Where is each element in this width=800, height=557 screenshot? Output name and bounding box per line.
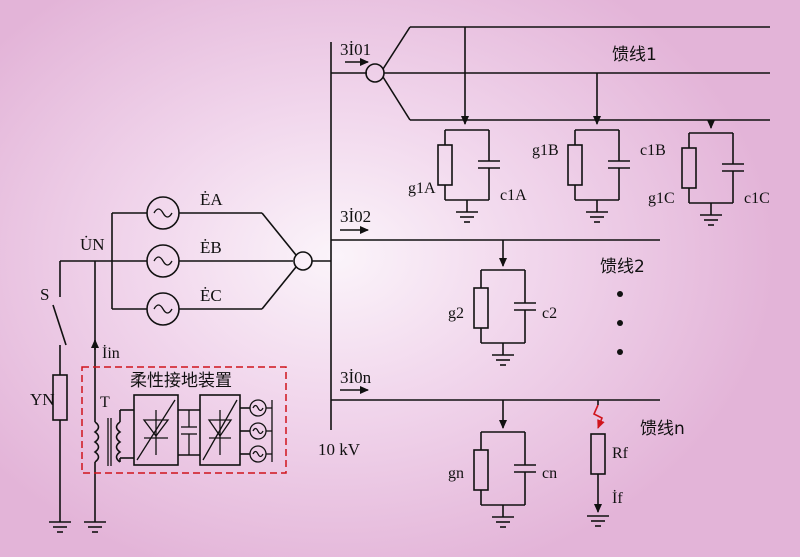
neutral-circuit	[49, 260, 112, 533]
branch-1B	[567, 129, 630, 223]
label-EC: ĖC	[200, 286, 222, 305]
label-g2: g2	[448, 305, 464, 322]
feeder-1	[331, 26, 770, 129]
fault-lightning-icon	[592, 404, 605, 429]
label-g1A: g1A	[408, 180, 436, 197]
label-cn: cn	[542, 465, 557, 482]
label-c1A: c1A	[500, 187, 527, 204]
label-Iin: İin	[102, 344, 120, 362]
label-T: T	[100, 394, 110, 411]
device-label: 柔性接地装置	[130, 371, 232, 391]
label-c1B: c1B	[640, 142, 666, 159]
transformer-secondary	[115, 421, 122, 463]
device-internals	[107, 394, 273, 466]
ellipsis-dots	[617, 291, 623, 355]
label-S: S	[40, 285, 49, 304]
label-EA: ĖA	[200, 190, 223, 209]
label-gn: gn	[448, 465, 464, 482]
ct-feeder-1	[365, 63, 385, 83]
bus-voltage-label: 10 kV	[318, 440, 361, 459]
label-EB: ĖB	[200, 238, 222, 257]
label-If: İf	[612, 489, 623, 507]
label-Rf: Rf	[612, 445, 629, 462]
branch-1C	[681, 132, 744, 226]
feeder-1-label: 馈线1	[612, 45, 657, 65]
switch-S	[52, 304, 67, 346]
label-c2: c2	[542, 305, 557, 322]
resistor-YN	[52, 374, 68, 421]
feeder-1-current: 3İ01	[340, 40, 371, 59]
converter-block-1	[133, 394, 179, 466]
source-network	[111, 196, 331, 326]
feeder-2-label: 馈线2	[600, 257, 645, 277]
feeder-n-current: 3İ0n	[340, 368, 372, 387]
flexible-grounding-device-box	[81, 366, 287, 474]
branch-1A	[437, 129, 500, 223]
label-g1B: g1B	[532, 142, 559, 159]
label-UN: U̇N	[80, 235, 105, 254]
label-YN: YN	[30, 390, 55, 409]
label-g1C: g1C	[648, 190, 675, 207]
feeder-2	[331, 226, 660, 366]
label-c1C: c1C	[744, 190, 770, 207]
converter-block-2	[199, 394, 241, 466]
feeder-n	[331, 386, 660, 528]
feeder-2-current: 3İ02	[340, 207, 371, 226]
summation-node	[293, 251, 313, 271]
feeder-n-label: 馈线n	[640, 419, 685, 439]
transformer-primary	[93, 421, 100, 463]
